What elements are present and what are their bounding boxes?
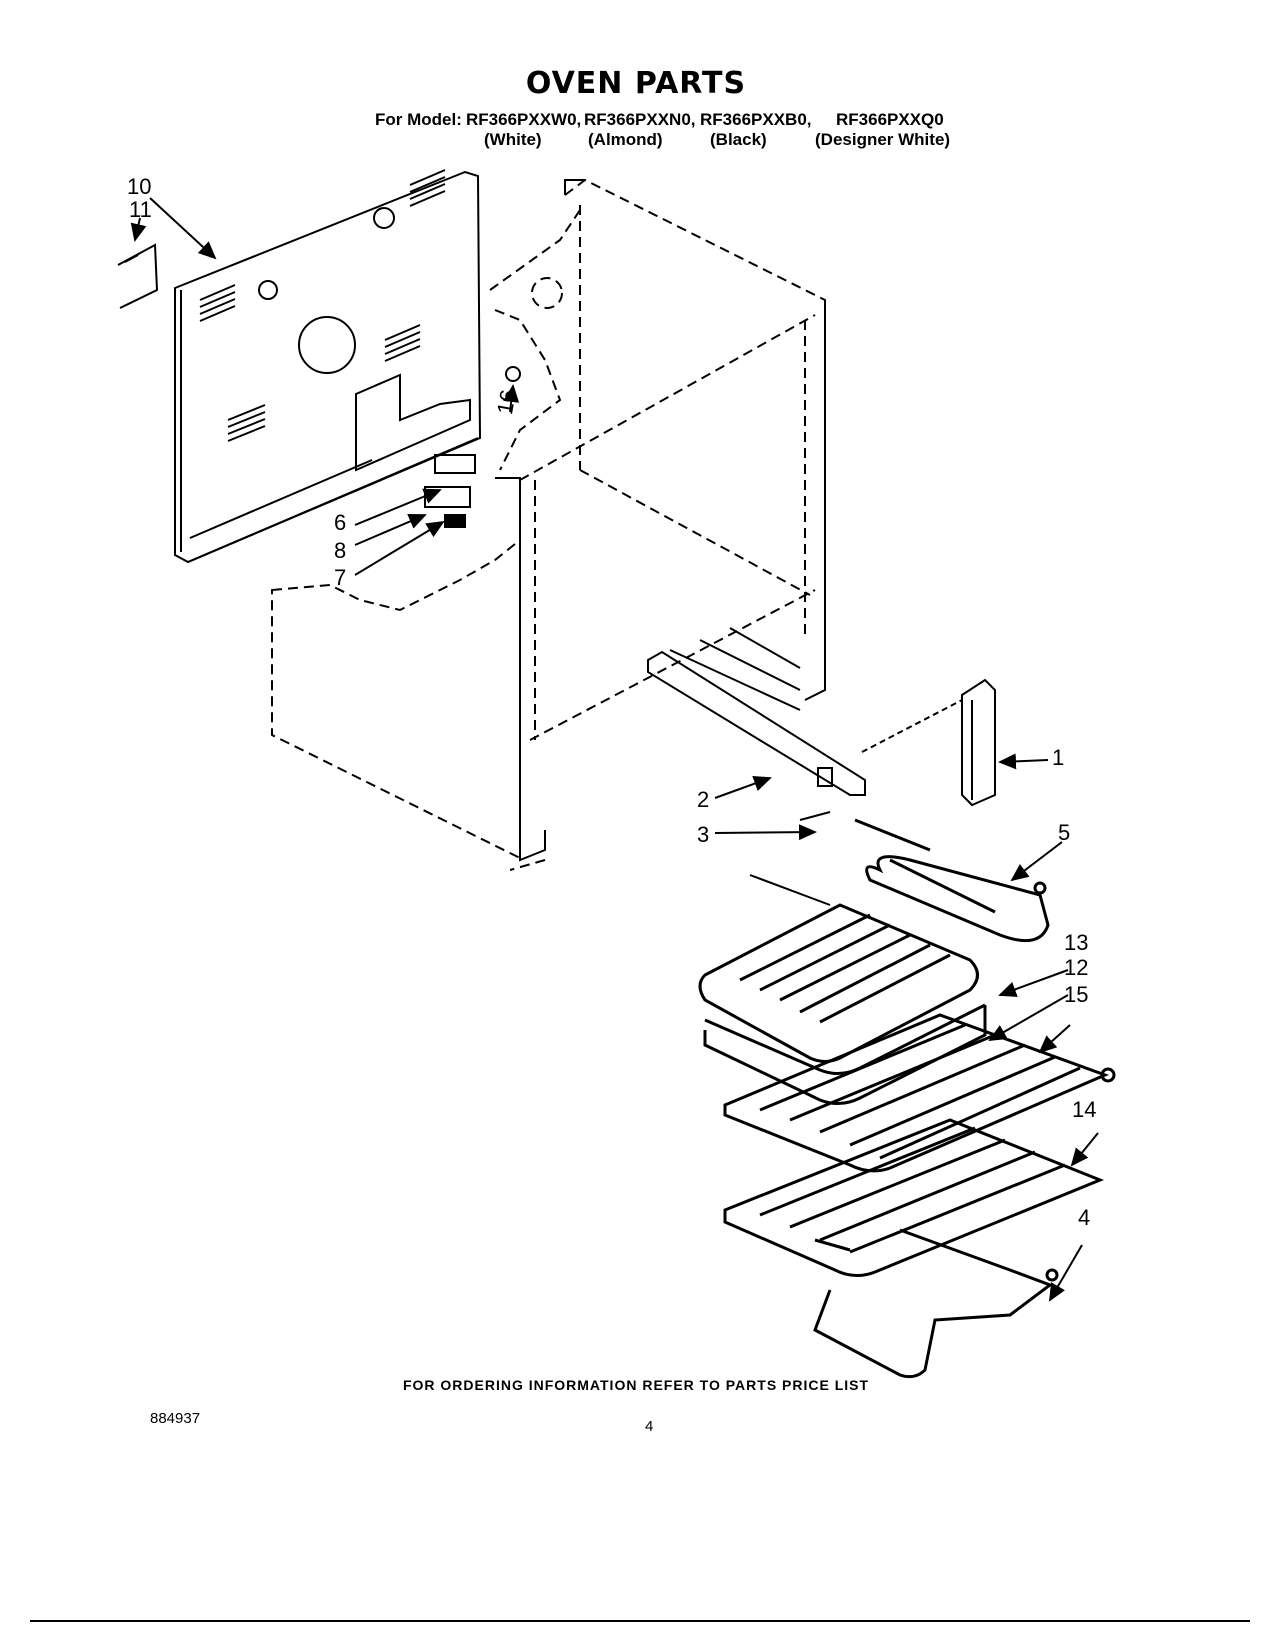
- callout-label: 14: [1072, 1097, 1097, 1122]
- callout-label: 6: [334, 510, 347, 535]
- model-color: (Designer White): [815, 130, 951, 149]
- model-color: (Almond): [588, 130, 663, 149]
- callout-label: 1: [1052, 745, 1065, 770]
- grommet: [505, 366, 521, 382]
- callout-label: 5: [1058, 820, 1071, 845]
- callout-label: 7: [334, 565, 347, 590]
- page-number: 4: [645, 1418, 654, 1435]
- callout-label: 10: [127, 174, 152, 199]
- model-color: (Black): [710, 130, 767, 149]
- oven-rack-lower: [723, 1118, 1105, 1277]
- callout-label: 2: [697, 787, 710, 812]
- side-panel: [271, 537, 521, 860]
- ordering-info: FOR ORDERING INFORMATION REFER TO PARTS …: [402, 1377, 870, 1393]
- callout-label: 15: [1064, 982, 1089, 1007]
- model-number: RF366PXXB0,: [700, 110, 812, 129]
- callout-label: 4: [1078, 1205, 1091, 1230]
- callout-label: 11: [129, 197, 152, 222]
- oven-front-frame: [495, 179, 826, 862]
- element-cover: [861, 678, 996, 807]
- oven-bottom: [647, 627, 866, 796]
- bracket: [117, 243, 159, 309]
- back-panel: [174, 170, 482, 564]
- broil-element: [854, 818, 1050, 943]
- model-number: RF366PXXQ0: [836, 110, 944, 129]
- oven-cavity-frame: [489, 178, 826, 871]
- callout-label: 12: [1064, 955, 1089, 980]
- panel-vents: [199, 169, 446, 442]
- clip: [799, 767, 833, 821]
- leader-lines: [130, 197, 1099, 1302]
- callout-label: 3: [697, 822, 710, 847]
- model-color: (White): [484, 130, 542, 149]
- model-number: RF366PXXW0,: [466, 110, 582, 129]
- callout-label: 13: [1064, 930, 1089, 955]
- callout-label: 16: [492, 387, 521, 417]
- terminal-block: [424, 454, 476, 528]
- model-number: RF366PXXN0,: [584, 110, 696, 129]
- document-number: 884937: [150, 1410, 201, 1427]
- model-prefix: For Model:: [375, 110, 462, 129]
- page-title: OVEN PARTS: [525, 66, 747, 101]
- bake-element: [813, 1228, 1059, 1379]
- callout-label: 8: [334, 538, 347, 563]
- bottom-rule: [30, 1620, 1250, 1622]
- wire: [749, 874, 831, 906]
